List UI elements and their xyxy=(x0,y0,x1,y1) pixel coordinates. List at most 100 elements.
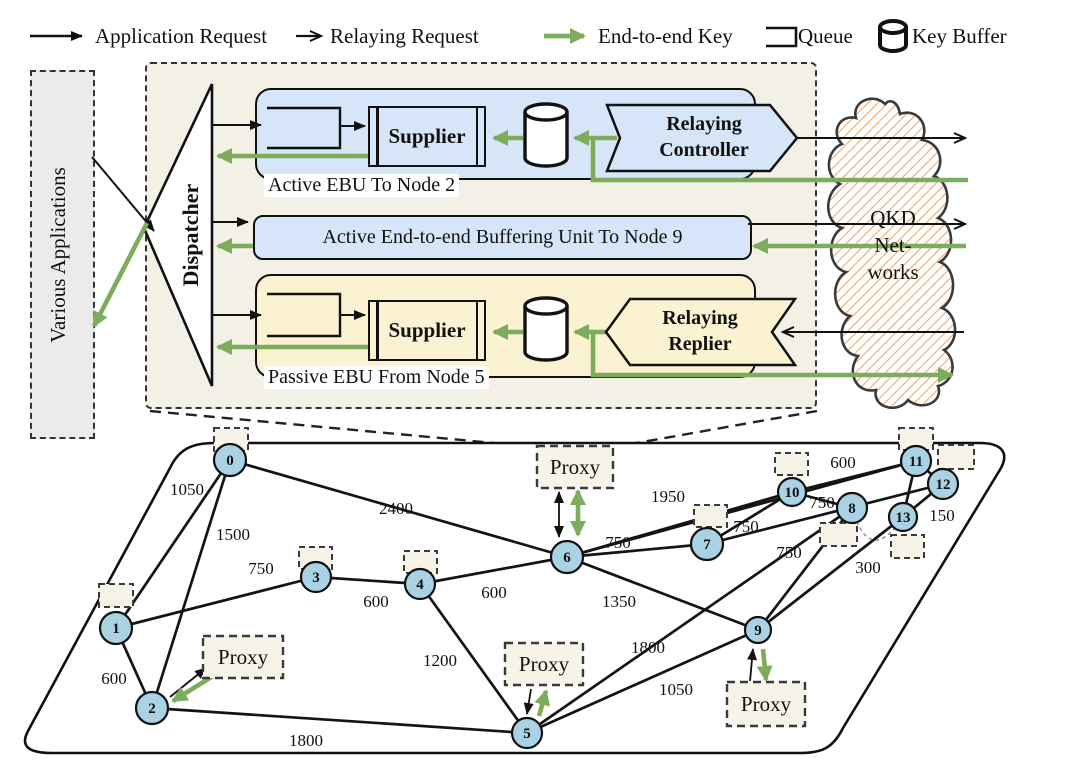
qkd-cloud-label: QKD Net- works xyxy=(867,206,919,284)
network-node-11 xyxy=(899,444,933,478)
node-buffer-box xyxy=(693,504,728,528)
edge-weight-label: 1050 xyxy=(170,480,204,499)
edge-weight-label: 1800 xyxy=(289,731,323,750)
various-applications-box xyxy=(30,70,95,439)
network-node-label: 13 xyxy=(896,510,911,526)
edge-weight-label: 600 xyxy=(363,592,389,611)
network-node-label: 10 xyxy=(785,485,800,501)
architecture-wiring xyxy=(91,83,968,387)
passive-ebu-caption: Passive EBU From Node 5 xyxy=(264,366,489,389)
relaying-controller-label: Relaying Controller xyxy=(659,113,749,161)
node-buffer-box xyxy=(937,444,975,470)
edge-weight-label: 1950 xyxy=(651,487,685,506)
middle-ebu-caption: Active End-to-end Buffering Unit To Node… xyxy=(322,226,683,248)
node-buffer-box xyxy=(774,452,809,476)
proxy-label: Proxy xyxy=(519,652,570,676)
network-node-2 xyxy=(134,690,170,726)
node-buffer-box xyxy=(890,534,925,559)
edge-weight-label: 1350 xyxy=(602,592,636,611)
proxy-key-arrow xyxy=(171,674,215,703)
legend-label-key-buffer: Key Buffer xyxy=(912,24,1007,48)
network-node-4 xyxy=(403,567,437,601)
proxy-key-arrow xyxy=(756,648,773,682)
legend-label-application-request: Application Request xyxy=(95,24,268,48)
network-node-label: 7 xyxy=(703,537,711,553)
network-edge xyxy=(114,459,232,629)
supplier-label-3: Supplier xyxy=(388,318,466,342)
active-ebu-caption: Active EBU To Node 2 xyxy=(264,174,460,197)
node-buffer-box xyxy=(819,522,858,547)
key-out-arrow-3 xyxy=(590,332,954,383)
edge-weight-label: 1500 xyxy=(216,525,250,544)
network-edge xyxy=(151,706,528,735)
edge-weight-label: 1050 xyxy=(659,680,693,699)
relaying-controller-banner xyxy=(605,103,799,173)
network-node-5 xyxy=(510,716,544,750)
edge-weight-label: 300 xyxy=(855,558,881,577)
proxy-box xyxy=(535,444,615,490)
edge-weight-label: 750 xyxy=(776,543,802,562)
proxy-box xyxy=(725,680,807,728)
node-buffer-box xyxy=(98,583,134,608)
legend-label-queue: Queue xyxy=(798,24,853,48)
edge-weight-label: 750 xyxy=(733,517,759,536)
network-node-label: 1 xyxy=(112,621,120,637)
key-buffer-cylinder-1 xyxy=(523,102,569,168)
network-edge xyxy=(757,515,904,632)
proxy-box xyxy=(201,634,285,680)
network-node-0 xyxy=(212,442,248,478)
edge-weight-label: 750 xyxy=(605,533,631,552)
dispatcher-label: Dispatcher xyxy=(178,183,203,287)
network-edge xyxy=(526,506,853,735)
network-edge xyxy=(566,555,759,632)
network-node-3 xyxy=(299,560,333,594)
key-buffer-cylinder-3 xyxy=(523,296,569,362)
relaying-replier-label: Relaying Replier xyxy=(662,307,738,355)
network-edge xyxy=(706,482,944,546)
network-edge xyxy=(526,628,759,735)
edge-weight-label: 2400 xyxy=(379,499,413,518)
various-applications-label: Various Applications xyxy=(46,167,70,343)
network-node-label: 3 xyxy=(312,570,320,586)
network-edge xyxy=(418,583,529,734)
network-node-label: 9 xyxy=(754,623,762,639)
network-node-1 xyxy=(98,610,134,646)
key-out-line-1 xyxy=(590,138,968,183)
network-node-label: 12 xyxy=(936,477,951,493)
network-node-7 xyxy=(689,526,725,562)
network-edge xyxy=(229,458,568,559)
app-request-arrow xyxy=(91,156,155,232)
edge-weight-label: 150 xyxy=(929,506,955,525)
supplier-box-1: Supplier xyxy=(368,106,486,167)
network-node-label: 2 xyxy=(148,701,156,717)
network-edge xyxy=(566,542,708,559)
key-buffer-icon xyxy=(878,19,908,53)
network-edge xyxy=(315,575,421,586)
network-node-12 xyxy=(926,467,960,501)
qkd-cloud xyxy=(827,97,957,410)
network-node-13 xyxy=(887,501,919,533)
supplier-box-3: Supplier xyxy=(368,300,486,361)
legend-glyphs xyxy=(30,19,908,53)
proxy-label: Proxy xyxy=(218,645,269,669)
proxy-box xyxy=(503,641,585,687)
legend-label-relaying-request: Relaying Request xyxy=(330,24,479,48)
dispatcher-triangle xyxy=(142,83,214,387)
supplier-label-1: Supplier xyxy=(388,124,466,148)
network-node-label: 5 xyxy=(523,726,531,742)
network-node-10 xyxy=(776,476,808,508)
edge-weight-label: 1800 xyxy=(631,638,665,657)
middle-ebu-bar: Active End-to-end Buffering Unit To Node… xyxy=(253,215,752,260)
network-edge xyxy=(150,459,232,709)
edge-weight-label: 750 xyxy=(809,493,835,512)
proxy-request-arrow xyxy=(746,648,757,682)
network-edge xyxy=(115,575,317,630)
network-node-label: 11 xyxy=(909,454,923,470)
network-node-label: 6 xyxy=(563,550,571,566)
queue-glyph-1 xyxy=(267,106,342,150)
edge-weight-label: 600 xyxy=(830,453,856,472)
proxy-request-arrow xyxy=(523,688,534,715)
